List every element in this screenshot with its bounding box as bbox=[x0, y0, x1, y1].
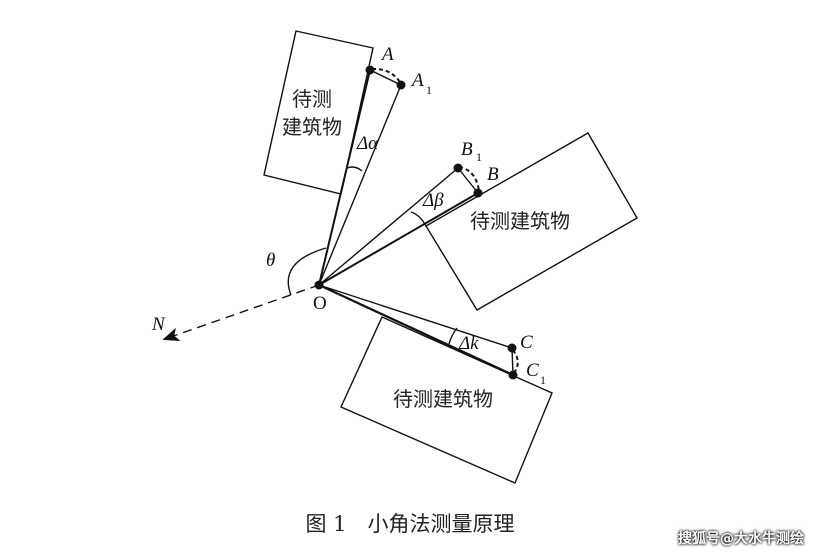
point-b bbox=[473, 188, 483, 198]
point-c bbox=[507, 343, 517, 353]
building-a bbox=[263, 30, 374, 195]
ray-ob1 bbox=[318, 167, 459, 286]
ray-oc bbox=[318, 284, 513, 349]
point-b1 bbox=[453, 163, 463, 173]
label-delta-beta: Δβ bbox=[422, 190, 444, 211]
label-c: C bbox=[520, 332, 533, 353]
north-direction bbox=[162, 284, 320, 341]
figure-caption: 图 1 小角法测量原理 bbox=[305, 512, 515, 536]
building-b-label: 待测建筑物 bbox=[470, 209, 570, 233]
svg-text:1: 1 bbox=[426, 83, 432, 97]
point-o bbox=[314, 280, 324, 290]
label-theta: θ bbox=[266, 250, 275, 271]
label-a1: A bbox=[410, 70, 424, 91]
svg-text:1: 1 bbox=[540, 373, 546, 387]
point-c1 bbox=[508, 370, 518, 380]
svg-text:1: 1 bbox=[476, 150, 482, 164]
building-a-label-1: 待测 bbox=[292, 87, 332, 111]
watermark: 搜狐号@大水牛测绘 bbox=[678, 531, 804, 547]
label-delta-alpha: Δα bbox=[356, 133, 379, 154]
label-b: B bbox=[487, 164, 499, 185]
label-c1: C bbox=[526, 360, 539, 381]
label-north: N bbox=[151, 314, 166, 335]
ray-oa bbox=[318, 69, 371, 286]
point-a bbox=[365, 65, 375, 75]
label-a: A bbox=[380, 44, 394, 65]
theta-arc bbox=[287, 247, 327, 296]
ray-oa1 bbox=[318, 84, 402, 286]
building-c-label: 待测建筑物 bbox=[393, 387, 493, 411]
label-origin: O bbox=[313, 293, 327, 314]
ray-oc1 bbox=[318, 284, 514, 376]
ray-ob bbox=[318, 192, 479, 286]
label-delta-k: Δk bbox=[458, 333, 479, 354]
building-a-label-2: 建筑物 bbox=[282, 115, 342, 139]
label-b1: B bbox=[461, 139, 473, 160]
point-a1 bbox=[396, 80, 406, 90]
